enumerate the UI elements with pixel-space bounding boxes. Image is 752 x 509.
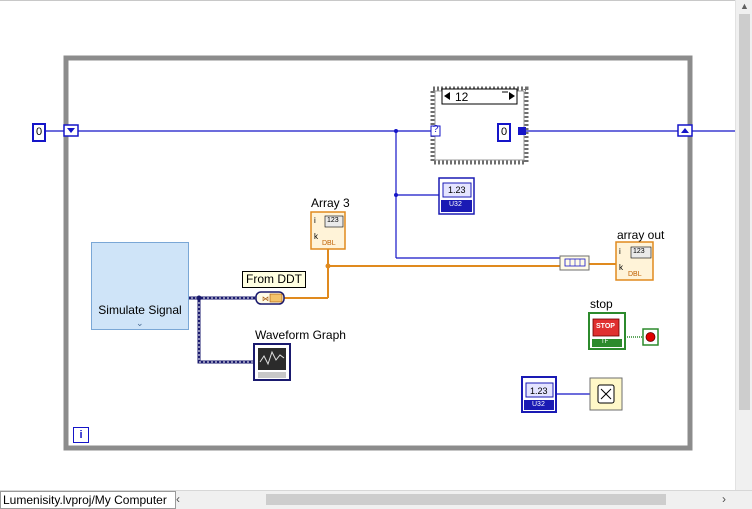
stop-type-text: TF [601, 339, 609, 345]
stop-label: stop [590, 297, 613, 311]
array-out-label: array out [617, 228, 665, 242]
scroll-right-arrow-icon[interactable]: › [722, 492, 726, 506]
wire-junction [394, 193, 398, 197]
array3-value: 123 [327, 217, 339, 224]
case-output-tunnel [518, 127, 526, 135]
case-selector-tunnel [430, 125, 441, 137]
array-out-value: 123 [633, 248, 645, 255]
svg-text:⋈: ⋈ [262, 296, 269, 303]
while-loop-frame [63, 55, 693, 451]
case-selector-label[interactable]: 12 [455, 90, 469, 104]
stop-button-text: STOP [596, 323, 615, 330]
bottom-numeric-type: U32 [532, 401, 545, 408]
iteration-terminal: i [73, 427, 89, 443]
case-constant-zero[interactable]: 0 [497, 123, 511, 142]
scroll-up-arrow-icon[interactable]: ▲ [740, 1, 749, 11]
array3-index-i: i [314, 216, 316, 225]
expand-chevron-icon[interactable]: ⌄ [136, 318, 144, 328]
array3-index-k: k [314, 232, 318, 241]
numeric-value-text: 1.23 [448, 185, 466, 195]
waveform-graph-label: Waveform Graph [255, 328, 346, 342]
from-ddt-label: From DDT [242, 271, 306, 288]
block-diagram[interactable]: ⋈ [0, 0, 735, 490]
status-bar: Lumenisity.lvproj/My Computer ‹ › [0, 490, 752, 509]
constant-zero-left[interactable]: 0 [32, 123, 46, 142]
project-path-label[interactable]: Lumenisity.lvproj/My Computer [0, 491, 176, 509]
vertical-scrollbar[interactable]: ▲ [735, 0, 752, 490]
vertical-scroll-thumb[interactable] [739, 14, 750, 410]
array-out-type: DBL [628, 271, 642, 278]
array3-label: Array 3 [311, 196, 350, 210]
case-selector [441, 88, 518, 105]
array3-type: DBL [322, 240, 336, 247]
case-tunnel-symbol: ? [433, 124, 439, 135]
simulate-signal-label: Simulate Signal [98, 303, 182, 317]
build-array-node [559, 255, 590, 271]
horizontal-scroll-thumb[interactable] [266, 494, 666, 505]
top-border [0, 0, 752, 1]
array-out-index-i: i [619, 247, 621, 256]
bottom-numeric-value: 1.23 [530, 386, 548, 396]
array-out-index-k: k [619, 263, 623, 272]
numeric-type-text: U32 [449, 201, 462, 208]
scroll-left-arrow-icon[interactable]: ‹ [176, 492, 180, 506]
dynamic-data-wire [187, 296, 256, 364]
simulate-signal-express-vi[interactable]: Simulate Signal ⌄ [91, 242, 189, 330]
wire-junction [394, 129, 398, 133]
